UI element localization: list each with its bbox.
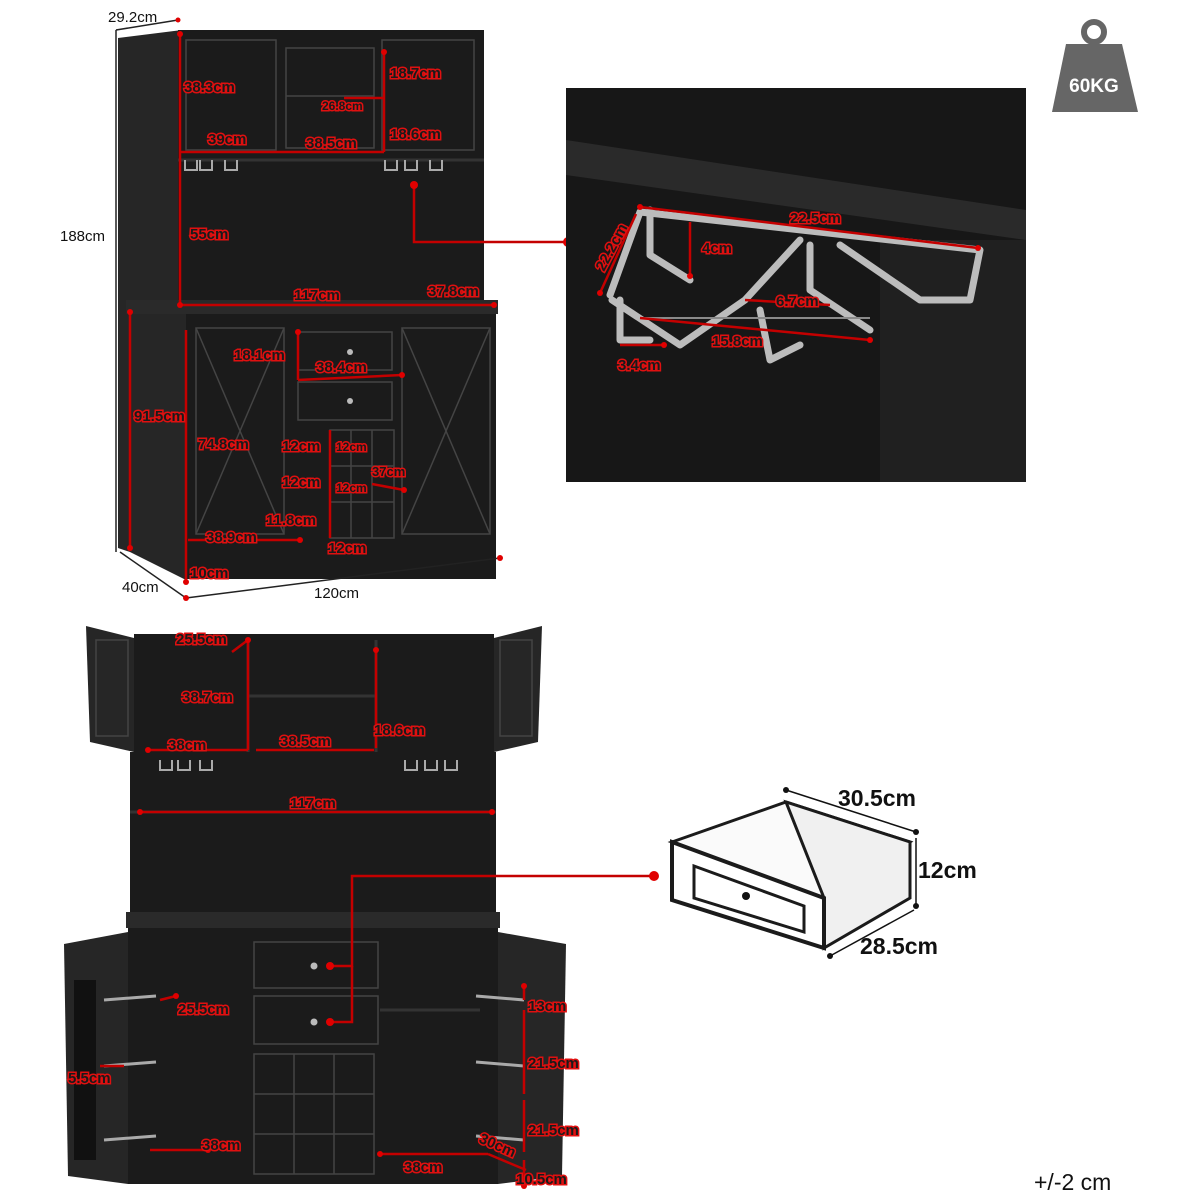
label-upper-center-w: 38.5cm xyxy=(306,135,357,152)
open-door-shelf-gap-label: 5.5cm xyxy=(68,1070,111,1087)
label-wine-e: 11.8cm xyxy=(266,512,316,529)
label-upper-right-door-h: 18.7cm xyxy=(390,65,441,82)
label-wine-d: 12cm xyxy=(336,481,367,495)
drawer-inset xyxy=(667,787,919,959)
drawer-width-label: 30.5cm xyxy=(838,785,916,811)
label-wine-a: 12cm xyxy=(282,438,320,455)
label-wine-c: 12cm xyxy=(282,474,320,491)
label-upper-left-door-h: 38.3cm xyxy=(184,79,235,96)
open-lower-left-w-label: 38cm xyxy=(202,1137,240,1154)
rack-dimensions xyxy=(597,204,981,348)
label-foot-h: 10cm xyxy=(190,565,228,582)
label-drawer-h: 18.1cm xyxy=(234,347,285,364)
label-upper-center-gap: 26.8cm xyxy=(322,99,363,113)
label-upper-left-w: 39cm xyxy=(208,131,246,148)
open-right-shelf-top-label: 13cm xyxy=(528,998,566,1015)
label-upper-right-shelf-h: 18.6cm xyxy=(390,126,441,143)
label-drawer-w: 38.4cm xyxy=(316,359,367,376)
open-upper-left-h-label: 38.7cm xyxy=(182,689,233,706)
label-left-door-h: 74.8cm xyxy=(198,436,249,453)
open-door-shelf-w-label: 25.5cm xyxy=(178,1001,229,1018)
rack-slot-w-label: 3.4cm xyxy=(618,357,661,374)
open-upper-center-w-label: 38.5cm xyxy=(280,733,331,750)
open-lower-right-w-label: 38cm xyxy=(404,1159,442,1176)
drawer-height-label: 12cm xyxy=(918,857,977,883)
label-left-door-w: 38.9cm xyxy=(206,529,257,546)
rack-height-label: 4cm xyxy=(702,240,732,257)
drawer-depth-label: 28.5cm xyxy=(860,933,938,959)
rack-inner-w-label: 15.8cm xyxy=(712,333,763,350)
open-cabinet-dimensions xyxy=(100,637,659,1189)
open-upper-right-h-label: 18.6cm xyxy=(374,722,425,739)
weight-icon xyxy=(1052,19,1138,112)
label-depth-top: 29.2cm xyxy=(108,9,157,26)
label-wine-b: 12cm xyxy=(336,440,367,454)
label-height-total: 188cm xyxy=(60,228,105,245)
tolerance-note: +/-2 cm xyxy=(1034,1169,1111,1195)
open-right-shelf-low-label: 21.5cm xyxy=(528,1122,579,1139)
label-wine-bottom-w: 12cm xyxy=(328,540,366,557)
label-depth-base: 40cm xyxy=(122,579,159,596)
rack-inset xyxy=(566,88,1026,482)
open-upper-left-w-label: 38cm xyxy=(168,737,206,754)
rack-slot-gap-label: 6.7cm xyxy=(776,293,819,310)
closed-cabinet xyxy=(118,30,498,580)
rack-length-label: 22.5cm xyxy=(790,210,841,227)
label-width-total: 120cm xyxy=(314,585,359,602)
open-shelf-w-label: 117cm xyxy=(290,795,336,812)
open-base-h-label: 10.5cm xyxy=(516,1171,567,1188)
open-cabinet xyxy=(64,626,566,1184)
weight-label: 60KG xyxy=(1069,76,1119,97)
label-counter-w: 117cm xyxy=(294,287,340,304)
label-wine-depth: 37cm xyxy=(372,464,405,479)
label-counter-d: 37.8cm xyxy=(428,283,479,300)
closed-cabinet-dimensions xyxy=(115,17,573,601)
open-upper-left-depth-label: 25.5cm xyxy=(176,631,227,648)
open-right-shelf-mid-label: 21.5cm xyxy=(528,1055,579,1072)
label-height-lower: 91.5cm xyxy=(134,408,185,425)
label-open-shelf-h: 55cm xyxy=(190,226,228,243)
